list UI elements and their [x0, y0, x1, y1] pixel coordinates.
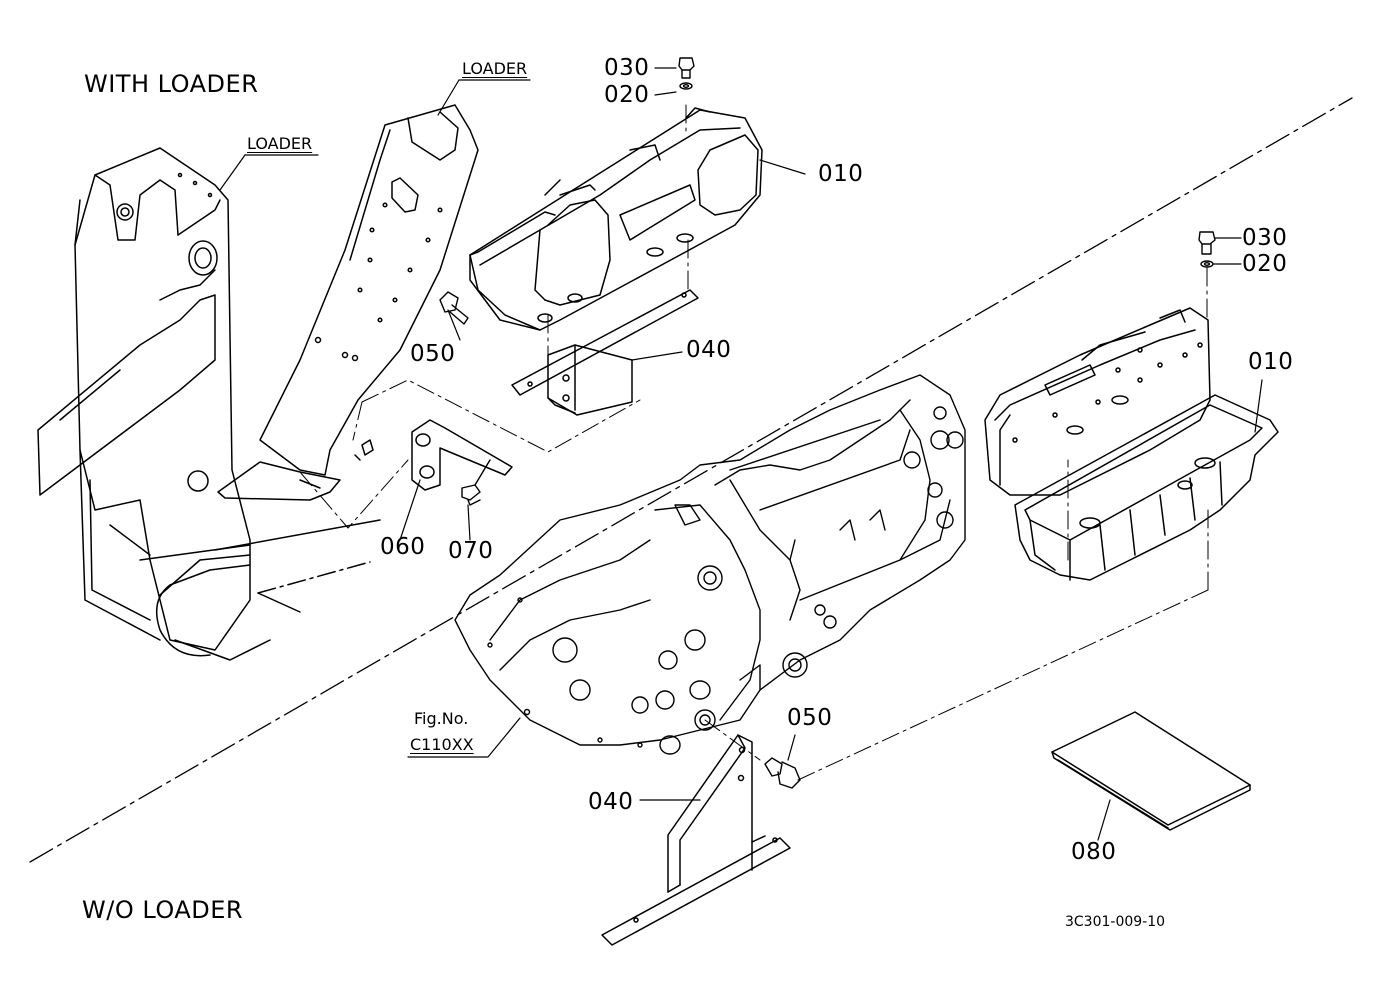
fig-number: C110XX [410, 735, 474, 754]
part-050-without-loader[interactable]: 050 [787, 705, 833, 731]
box-guides [547, 104, 689, 373]
section-title-without-loader: W/O LOADER [82, 896, 244, 924]
bracket-040-lower [601, 734, 791, 946]
label-leaders [219, 67, 1263, 841]
fig-label: Fig.No. [414, 709, 469, 728]
part-030-without-loader[interactable]: 030 [1242, 225, 1288, 251]
loader-note-left: LOADER [247, 134, 313, 153]
bolt-030-right [1198, 231, 1216, 321]
stay-060 [411, 419, 513, 491]
bolt-030-top [678, 57, 695, 90]
part-010-with-loader[interactable]: 010 [818, 161, 864, 187]
lower-guides [704, 459, 1209, 781]
loader-frame [37, 147, 271, 661]
fitting-050-top [439, 291, 469, 325]
alignment-lines [299, 379, 641, 529]
section-divider-line [29, 97, 1353, 863]
loader-side-plate [217, 104, 479, 501]
part-080-without-loader[interactable]: 080 [1071, 839, 1117, 865]
section-title-with-loader: WITH LOADER [84, 70, 259, 98]
part-010-without-loader[interactable]: 010 [1248, 349, 1294, 375]
bolt-070 [461, 459, 491, 506]
toolbox-closed [469, 107, 763, 331]
part-040-with-loader[interactable]: 040 [686, 337, 732, 363]
part-070-with-loader[interactable]: 070 [448, 538, 494, 564]
part-040-without-loader[interactable]: 040 [588, 789, 634, 815]
part-030-with-loader[interactable]: 030 [604, 55, 650, 81]
manual-080 [1051, 711, 1251, 831]
toolbox-open [984, 307, 1279, 581]
center-line [257, 561, 371, 594]
bracket-040-upper [511, 289, 699, 416]
part-020-with-loader[interactable]: 020 [604, 82, 650, 108]
part-020-without-loader[interactable]: 020 [1242, 251, 1288, 277]
loader-note-top: LOADER [462, 59, 528, 78]
part-050-with-loader[interactable]: 050 [410, 341, 456, 367]
fitting-050-bottom [764, 757, 801, 789]
part-060-with-loader[interactable]: 060 [380, 534, 426, 560]
drawing-code: 3C301-009-10 [1065, 914, 1166, 930]
fig-leader [407, 717, 521, 758]
transmission-case [454, 374, 966, 755]
loader-tube [155, 519, 381, 657]
